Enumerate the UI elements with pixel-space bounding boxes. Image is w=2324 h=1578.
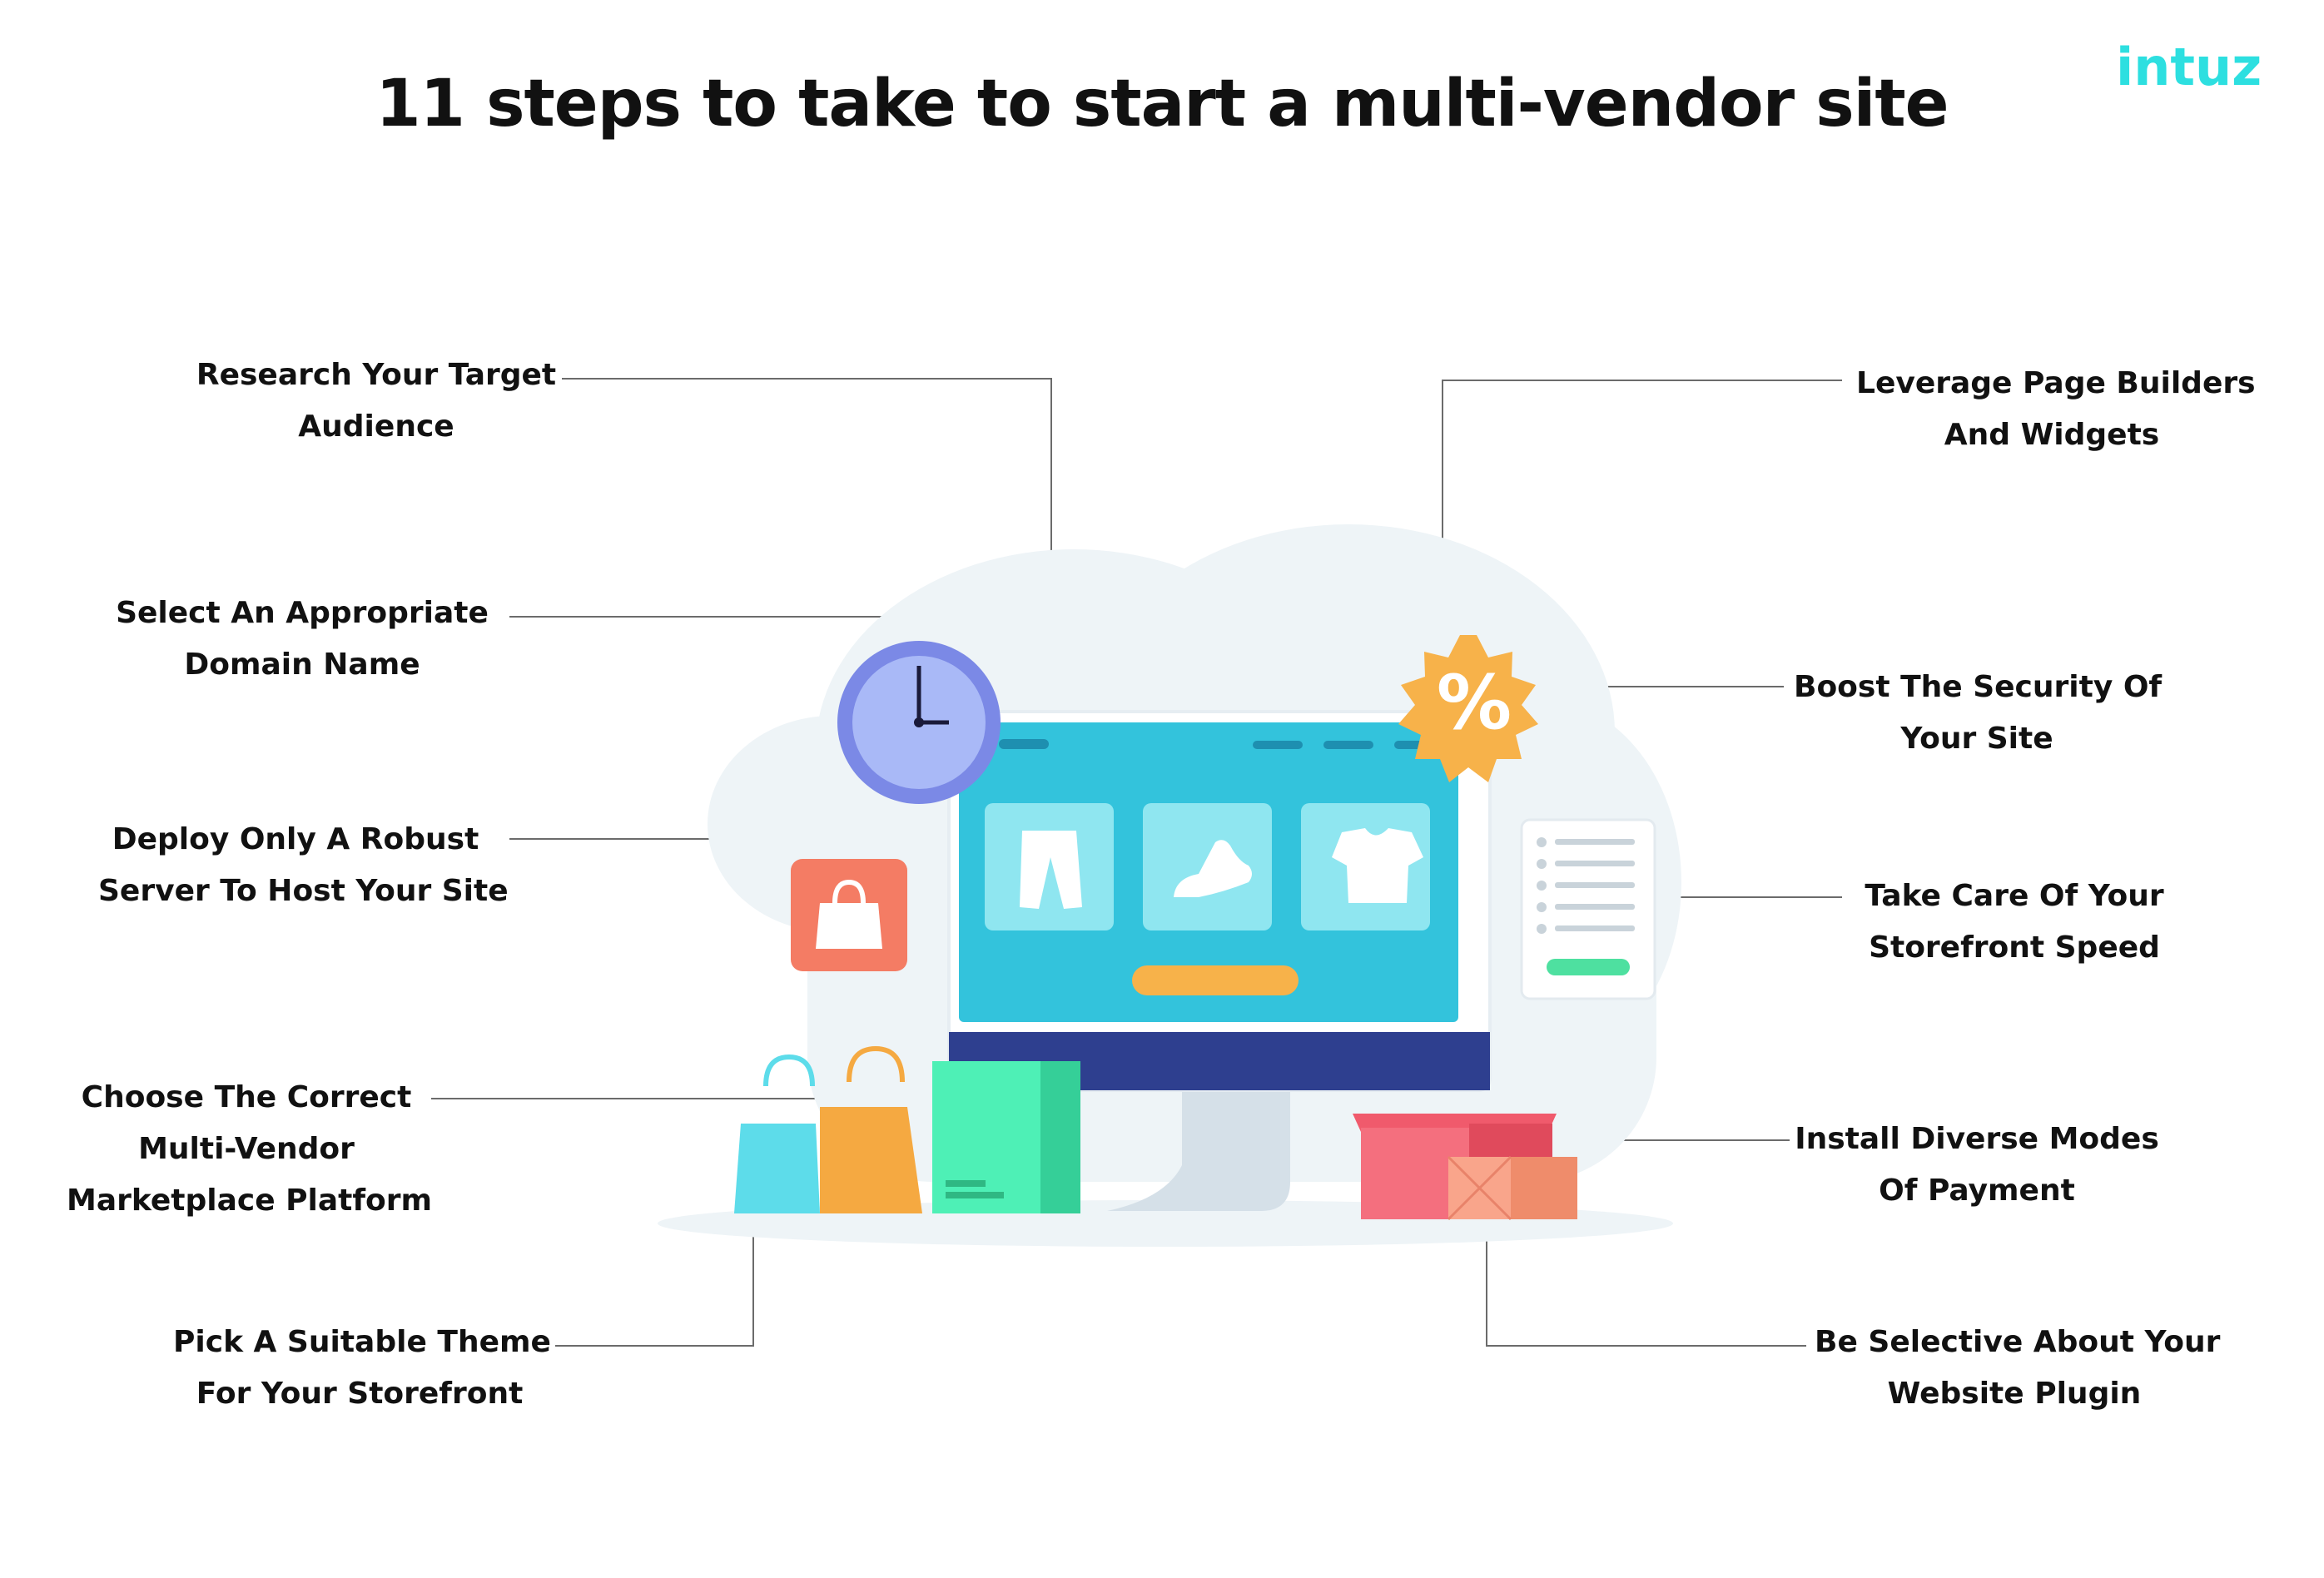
product-box-icon <box>932 1061 1080 1213</box>
shoe-icon <box>1174 840 1252 897</box>
connector-research <box>562 378 1052 558</box>
connector-theme <box>555 1236 754 1347</box>
discount-badge-icon: % <box>1398 635 1538 782</box>
shopping-bag-icon <box>791 859 907 971</box>
intuz-logo: intuz <box>2116 37 2262 97</box>
shopping-bags-icon <box>734 1045 922 1213</box>
svg-text:%: % <box>1437 659 1512 747</box>
tshirt-icon <box>1332 828 1423 903</box>
pants-icon <box>1020 831 1082 909</box>
cart-button-graphic <box>1132 965 1299 995</box>
clock-icon <box>837 641 1001 804</box>
connector-plugin <box>1486 1240 1806 1347</box>
connector-builders <box>1442 380 1842 553</box>
receipt-icon <box>1520 818 1656 1000</box>
parcel-boxes-icon <box>1353 1114 1577 1221</box>
product-tile <box>985 803 1114 930</box>
logo-text: intuz <box>2116 37 2262 97</box>
page-title: 11 steps to take to start a multi-vendor… <box>375 67 1949 141</box>
